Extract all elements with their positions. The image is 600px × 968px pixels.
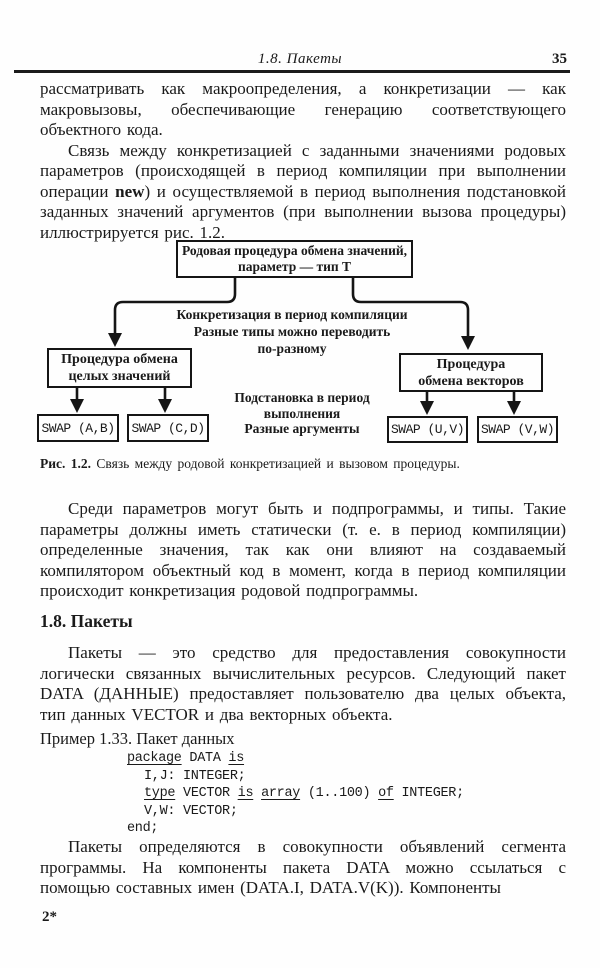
running-head-title: 1.8. Пакеты	[257, 51, 343, 67]
code-keyword: package	[127, 751, 182, 766]
running-head: 1.8. Пакеты 35	[0, 51, 600, 69]
packages-intro-block: Пакеты — это средство для предоставления…	[40, 643, 566, 725]
annotation-line: выполнения	[263, 405, 341, 421]
code-keyword: of	[378, 786, 394, 801]
connector-right	[351, 278, 470, 337]
arrowhead-swap-cd-icon	[158, 399, 172, 413]
connector-arrows	[70, 278, 521, 415]
run-time-annotation: Подстановка в период выполнения Разные а…	[222, 390, 382, 437]
annotation-line: Разные типы можно переводить	[193, 324, 391, 339]
header-rule	[14, 70, 570, 73]
code-line-integers: I,J: INTEGER;	[144, 768, 246, 784]
code-text: (1..100)	[300, 786, 379, 801]
annotation-line: по-разному	[257, 341, 327, 356]
parameters-text-block: Среди параметров могут быть и подпрограм…	[40, 499, 566, 602]
integer-swap-procedure-box: Процедура обмена целых значений	[47, 348, 192, 388]
annotation-line: Конкретизация в период компиляции	[176, 307, 408, 322]
section-heading: 1.8. Пакеты	[40, 611, 133, 631]
code-line-end: end;	[127, 821, 159, 836]
box-text-line: целых значений	[68, 369, 171, 384]
code-text	[253, 786, 261, 801]
swap-call-box-vw: SWAP (V,W)	[477, 416, 558, 443]
arrowhead-right-icon	[461, 336, 475, 350]
code-line-vectors: V,W: VECTOR;	[144, 803, 238, 819]
compile-time-annotation: Конкретизация в период компиляции Разные…	[170, 306, 414, 357]
figure-caption-text: Связь между родовой конкретизацией и выз…	[91, 456, 460, 471]
annotation-line: Разные аргументы	[244, 421, 360, 436]
swap-call-box-ab: SWAP (A,B)	[37, 414, 119, 442]
code-line-type-vector: type VECTOR is array (1..100) of INTEGER…	[127, 785, 464, 803]
paragraph-generic-parameters: Среди параметров могут быть и подпрограм…	[40, 499, 566, 600]
code-keyword: type	[144, 786, 176, 801]
code-keyword: is	[228, 751, 245, 766]
printers-signature-mark: 2*	[42, 909, 57, 925]
code-line-package: package DATA is	[127, 750, 464, 768]
arrowhead-swap-ab-icon	[70, 399, 84, 413]
figure-caption-label: Рис. 1.2.	[40, 456, 92, 471]
paragraph-package-components: Пакеты определяются в совокупности объяв…	[40, 837, 566, 897]
box-text-line: Родовая процедура обмена значений,	[181, 243, 408, 258]
keyword-new: new	[115, 181, 145, 201]
code-keyword: array	[261, 786, 301, 801]
paragraph-text: ) и осуществляемой в период выполнения п…	[40, 181, 566, 242]
arrowhead-swap-vw-icon	[507, 401, 521, 415]
box-text-line: параметр — тип Т	[237, 259, 352, 274]
example-caption: Пример 1.33. Пакет данных	[40, 729, 235, 748]
ada-code-listing: package DATA is I,J: INTEGER; type VECTO…	[127, 750, 464, 838]
code-text: INTEGER;	[393, 786, 465, 801]
code-text: DATA	[181, 751, 229, 766]
figure-caption: Рис. 1.2. Связь между родовой конкретиза…	[40, 456, 570, 472]
swap-call-box-cd: SWAP (C,D)	[127, 414, 209, 442]
swap-call-box-uv: SWAP (U,V)	[387, 416, 468, 443]
arrowhead-left-icon	[108, 333, 122, 347]
code-keyword: is	[237, 786, 254, 801]
connector-left	[113, 278, 237, 334]
packages-definition-block: Пакеты определяются в совокупности объяв…	[40, 837, 566, 899]
generic-procedure-box: Родовая процедура обмена значений, парам…	[176, 240, 413, 278]
box-text-line: Процедура обмена	[61, 352, 178, 367]
vector-swap-procedure-box: Процедура обмена векторов	[399, 353, 543, 392]
paragraph-packages-intro: Пакеты — это средство для предоставления…	[40, 643, 566, 724]
annotation-line: Подстановка в период	[234, 390, 370, 405]
figure-1-2-diagram: Родовая процедура обмена значений, парам…	[0, 238, 600, 456]
box-text-line: обмена векторов	[418, 373, 524, 389]
page-number: 35	[552, 51, 567, 67]
intro-text-block: рассматривать как макроопределения, а ко…	[40, 79, 566, 243]
arrowhead-swap-uv-icon	[420, 401, 434, 415]
paragraph-instantiation-link: Связь между конкретизацией с заданными з…	[40, 141, 566, 244]
code-text: VECTOR	[175, 786, 238, 801]
box-text-line: Процедура	[436, 356, 506, 372]
paragraph-macro-definitions: рассматривать как макроопределения, а ко…	[40, 79, 566, 139]
paragraph-text: Связь между конкретизацией с заданными з…	[40, 140, 566, 201]
